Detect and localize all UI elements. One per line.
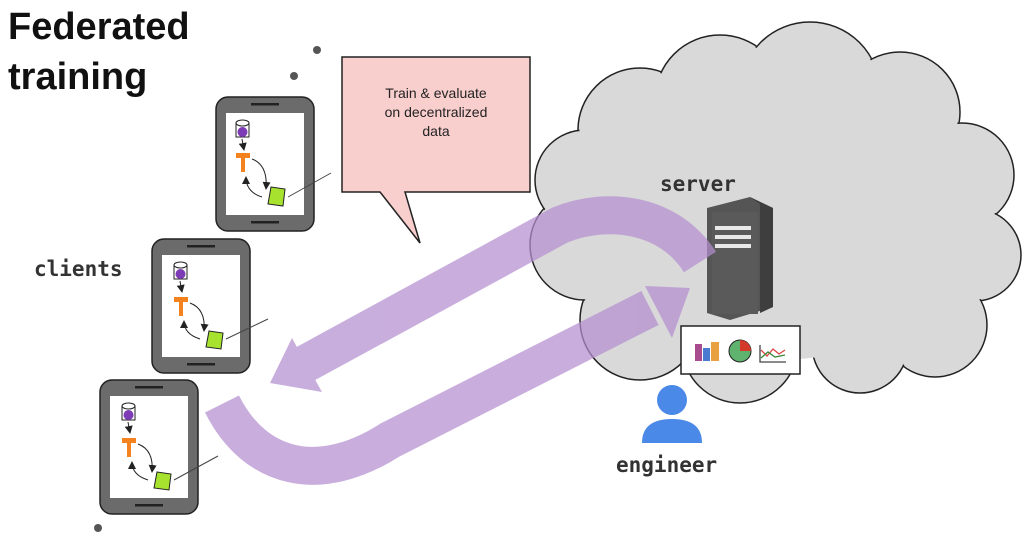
pie-chart-icon [728, 339, 752, 363]
database-icon [235, 119, 250, 138]
person-icon [642, 385, 702, 443]
title-line-2: training [8, 56, 148, 98]
update-aggregation-arrow [205, 286, 690, 485]
callout-line-3: data [422, 123, 449, 139]
clients-label: clients [34, 257, 123, 281]
svg-text:on decentralized: on decentralized [385, 104, 488, 120]
client-phone-3 [99, 379, 219, 515]
callout-bubble: Train & evaluate on decentralized data [341, 56, 531, 244]
tensorflow-icon [174, 297, 188, 316]
dot-top [313, 46, 321, 54]
bar-chart-icon [695, 342, 719, 361]
tensorflow-icon [236, 153, 250, 172]
callout-line-2: on decentralized [385, 104, 488, 120]
client-phone-2 [151, 238, 269, 374]
svg-text:data: data [422, 123, 449, 139]
tensorflow-icon [122, 438, 136, 457]
update-icon [205, 330, 224, 350]
dot-top-2 [290, 72, 298, 80]
title-line-1: Federated [8, 6, 190, 48]
update-icon [153, 471, 172, 491]
database-icon [121, 402, 136, 421]
client-phone-1 [215, 96, 332, 232]
database-icon [173, 261, 188, 280]
metrics-panel [680, 325, 801, 375]
server-label: server [660, 172, 736, 196]
page-title: Federated training [8, 2, 190, 102]
engineer-label: engineer [616, 453, 717, 477]
dot-bottom [94, 524, 102, 532]
svg-text:Train & evaluate: Train & evaluate [385, 85, 487, 101]
server-icon [707, 197, 773, 320]
line-chart-icon [759, 345, 786, 363]
callout-line-1: Train & evaluate [385, 85, 487, 101]
model-broadcast-arrow [270, 196, 717, 392]
update-icon [267, 186, 286, 207]
